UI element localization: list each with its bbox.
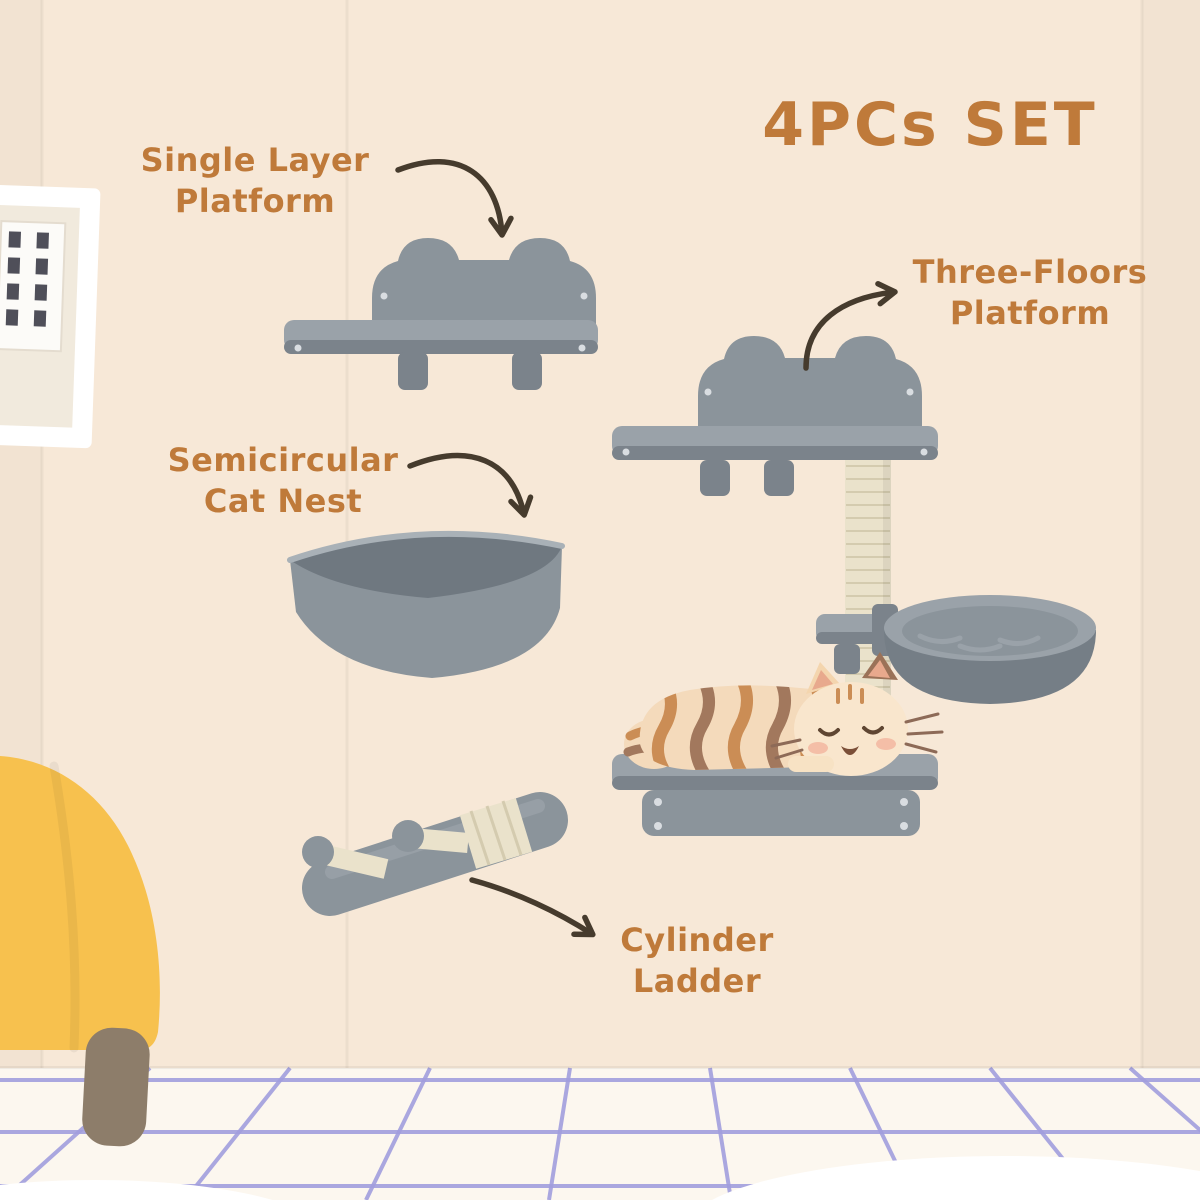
callout-cylinder-ladder: Cylinder Ladder bbox=[620, 921, 774, 1000]
single-layer-arrow-icon bbox=[395, 159, 514, 238]
building-windows bbox=[5, 231, 49, 327]
cat-closed-eyes bbox=[818, 726, 884, 737]
callout-three-floors-platform: Three-Floors Platform bbox=[912, 253, 1148, 332]
armchair-illustration bbox=[0, 756, 160, 1147]
set-title: 4PCs SET bbox=[762, 90, 1098, 160]
callout-arrows bbox=[395, 159, 898, 938]
cylinder-ladder-illustration bbox=[302, 792, 568, 916]
single-layer-platform-illustration bbox=[284, 238, 598, 390]
white-bed-shape bbox=[712, 1156, 1200, 1200]
cat-nest-arrow-icon bbox=[407, 452, 534, 518]
three-floors-arrow-icon bbox=[803, 281, 898, 371]
tiled-floor bbox=[0, 1066, 1200, 1200]
picture-frame-illustration bbox=[0, 183, 101, 449]
cat-mouth bbox=[841, 746, 859, 755]
callout-semicircular-cat-nest: Semicircular Cat Nest bbox=[167, 441, 399, 520]
semicircular-cat-nest-illustration bbox=[287, 530, 565, 678]
chair-leg bbox=[82, 1027, 150, 1147]
ladder-arrow-icon bbox=[469, 877, 596, 938]
white-rug-shape bbox=[0, 1180, 273, 1200]
basket-nest bbox=[872, 595, 1096, 704]
ladder-pom bbox=[392, 820, 424, 852]
cat-paw bbox=[788, 756, 834, 772]
sleeping-cat-illustration bbox=[623, 652, 944, 776]
cat-whiskers bbox=[770, 712, 944, 760]
ladder-pom bbox=[302, 836, 334, 868]
three-floors-platform-illustration bbox=[612, 336, 1096, 836]
top-platform bbox=[612, 336, 938, 496]
callout-single-layer-platform: Single Layer Platform bbox=[140, 141, 370, 220]
